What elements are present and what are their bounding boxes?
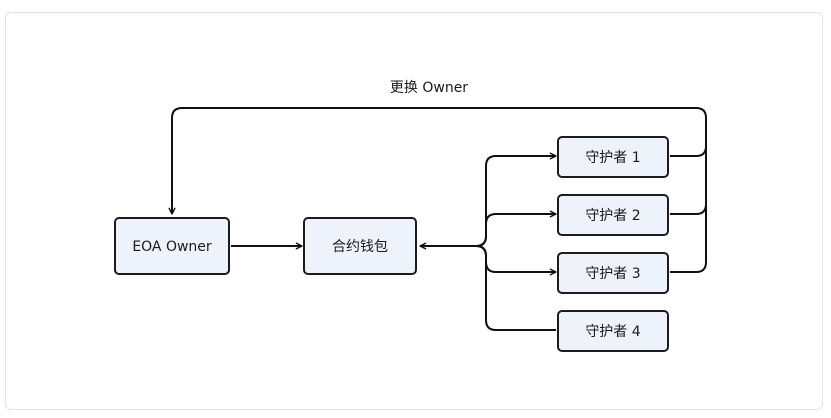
node-guardian-2-label: 守护者 2 <box>585 208 640 224</box>
node-eoa-owner: EOA Owner <box>114 217 230 275</box>
edge-guardian-3-change-owner <box>168 107 707 273</box>
node-guardian-4-label: 守护者 4 <box>585 324 640 340</box>
node-guardian-2: 守护者 2 <box>557 194 669 236</box>
diagram-frame <box>5 12 823 410</box>
edge-wallet-to-guardian-1 <box>419 152 557 250</box>
edge-guardian-2-join <box>670 203 707 215</box>
node-guardian-1-label: 守护者 1 <box>585 150 640 166</box>
node-guardian-3: 守护者 3 <box>557 252 669 294</box>
edge-wallet-to-guardian-2 <box>475 210 557 247</box>
node-contract-wallet-label: 合约钱包 <box>332 239 388 255</box>
node-guardian-3-label: 守护者 3 <box>585 266 640 282</box>
node-eoa-owner-label: EOA Owner <box>132 239 212 255</box>
node-guardian-1: 守护者 1 <box>557 136 669 178</box>
node-contract-wallet: 合约钱包 <box>303 217 417 275</box>
node-guardian-4: 守护者 4 <box>557 310 669 352</box>
edge-guardian-1-join <box>670 145 707 157</box>
change-owner-label: 更换 Owner <box>390 79 468 96</box>
edge-wallet-to-guardian-3 <box>475 245 557 276</box>
edge-wallet-to-guardian-4 <box>475 245 556 331</box>
